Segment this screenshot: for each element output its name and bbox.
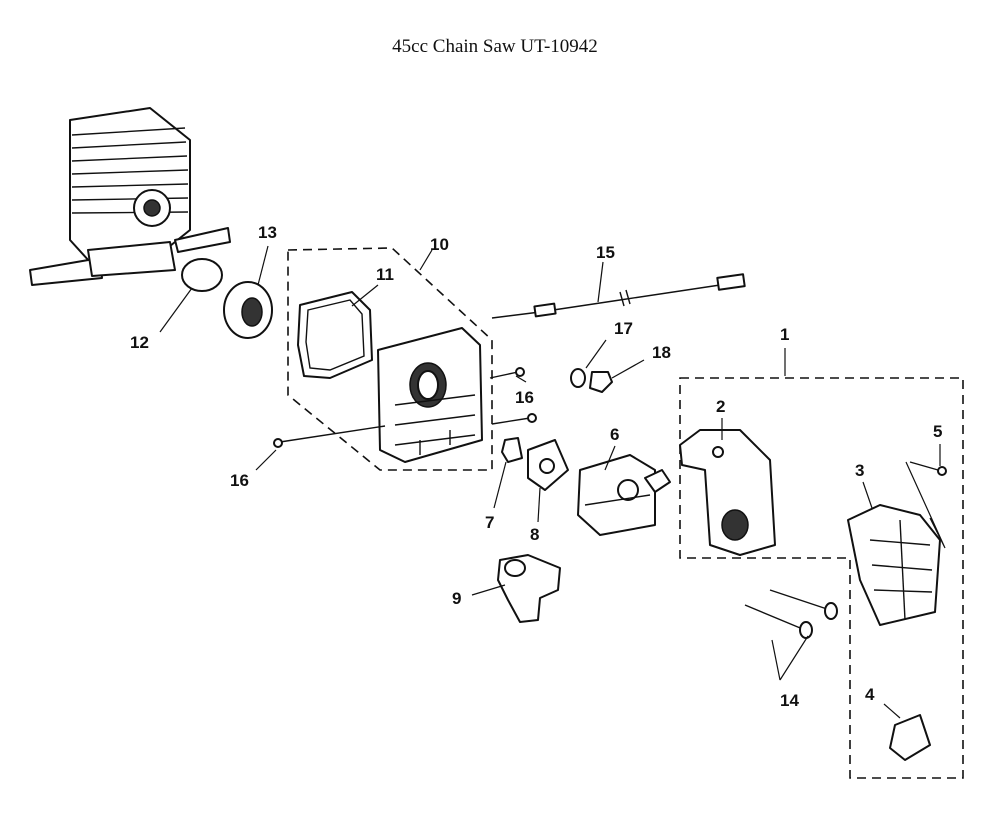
part-18-nut [589, 371, 613, 393]
part-4-cover [889, 714, 931, 761]
part-15-cable [491, 273, 746, 319]
part-9-bracket [497, 554, 561, 623]
leader-lines [159, 245, 946, 719]
callout-13: 13 [258, 223, 277, 242]
callout-10: 10 [430, 235, 449, 254]
part-14-bolts [744, 589, 838, 639]
callout-16b: 16 [230, 471, 249, 490]
group-outline-1 [679, 377, 964, 779]
part-12-spring-ring [181, 258, 223, 292]
part-11-gasket [297, 291, 373, 379]
callouts: 1 2 3 4 5 6 7 8 9 10 11 12 13 14 15 16 1… [130, 223, 942, 710]
engine-cylinder [29, 107, 231, 286]
group-outline-10 [287, 247, 493, 471]
callout-2: 2 [716, 397, 725, 416]
callout-5: 5 [933, 422, 942, 441]
callout-18: 18 [652, 343, 671, 362]
part-7-ring [501, 437, 523, 463]
part-2-filter-base [679, 429, 776, 556]
part-17-washer [570, 368, 586, 388]
callout-1: 1 [780, 325, 789, 344]
callout-11: 11 [376, 265, 394, 284]
part-5-screw [909, 461, 947, 476]
part-16-screws [273, 367, 537, 448]
callout-9: 9 [452, 589, 461, 608]
diagram-title: 45cc Chain Saw UT-10942 [392, 36, 598, 57]
callout-8: 8 [530, 525, 539, 544]
callout-17: 17 [614, 319, 633, 338]
callout-4: 4 [865, 685, 875, 704]
part-6-carburetor [577, 454, 671, 536]
callout-15: 15 [596, 243, 615, 262]
callout-14: 14 [780, 691, 799, 710]
callout-3: 3 [855, 461, 864, 480]
callout-7: 7 [485, 513, 494, 532]
part-3-filter [847, 504, 941, 626]
callout-16a: 16 [515, 388, 534, 407]
callout-12: 12 [130, 333, 149, 352]
part-8-gasket [527, 439, 569, 491]
callout-6: 6 [610, 425, 619, 444]
part-10-housing [377, 327, 483, 463]
part-13-pulley [223, 281, 273, 339]
